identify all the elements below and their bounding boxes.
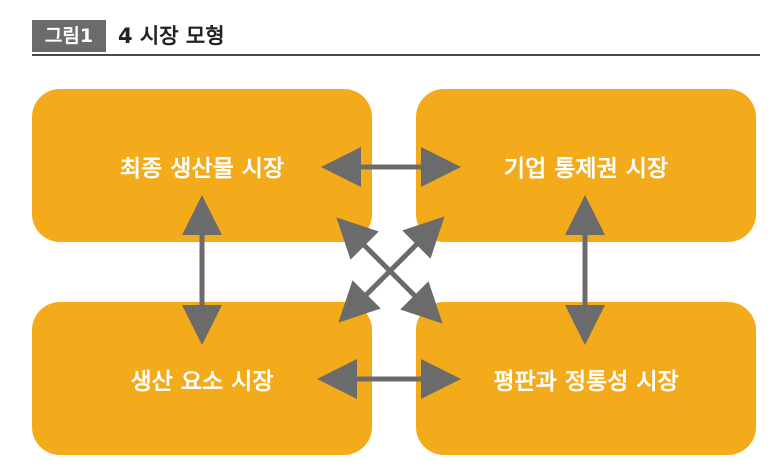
final-product-market-box: 최종 생산물 시장 — [32, 89, 372, 242]
arrow-diagonal-tl-br — [336, 217, 443, 324]
figure-title: 4 시장 모형 — [118, 24, 225, 48]
factor-market-label: 생산 요소 시장 — [130, 368, 274, 395]
reputation-legitimacy-market-box: 평판과 정통성 시장 — [416, 302, 756, 455]
corporate-control-market-box: 기업 통제권 시장 — [416, 89, 756, 242]
reputation-legitimacy-market-label: 평판과 정통성 시장 — [493, 368, 679, 395]
arrow-diagonal-tr-bl — [338, 216, 445, 323]
figure-header: 그림1 4 시장 모형 — [32, 20, 760, 56]
corporate-control-market-label: 기업 통제권 시장 — [503, 155, 669, 182]
figure-label-badge: 그림1 — [32, 20, 106, 52]
final-product-market-label: 최종 생산물 시장 — [119, 155, 285, 182]
factor-market-box: 생산 요소 시장 — [32, 302, 372, 455]
